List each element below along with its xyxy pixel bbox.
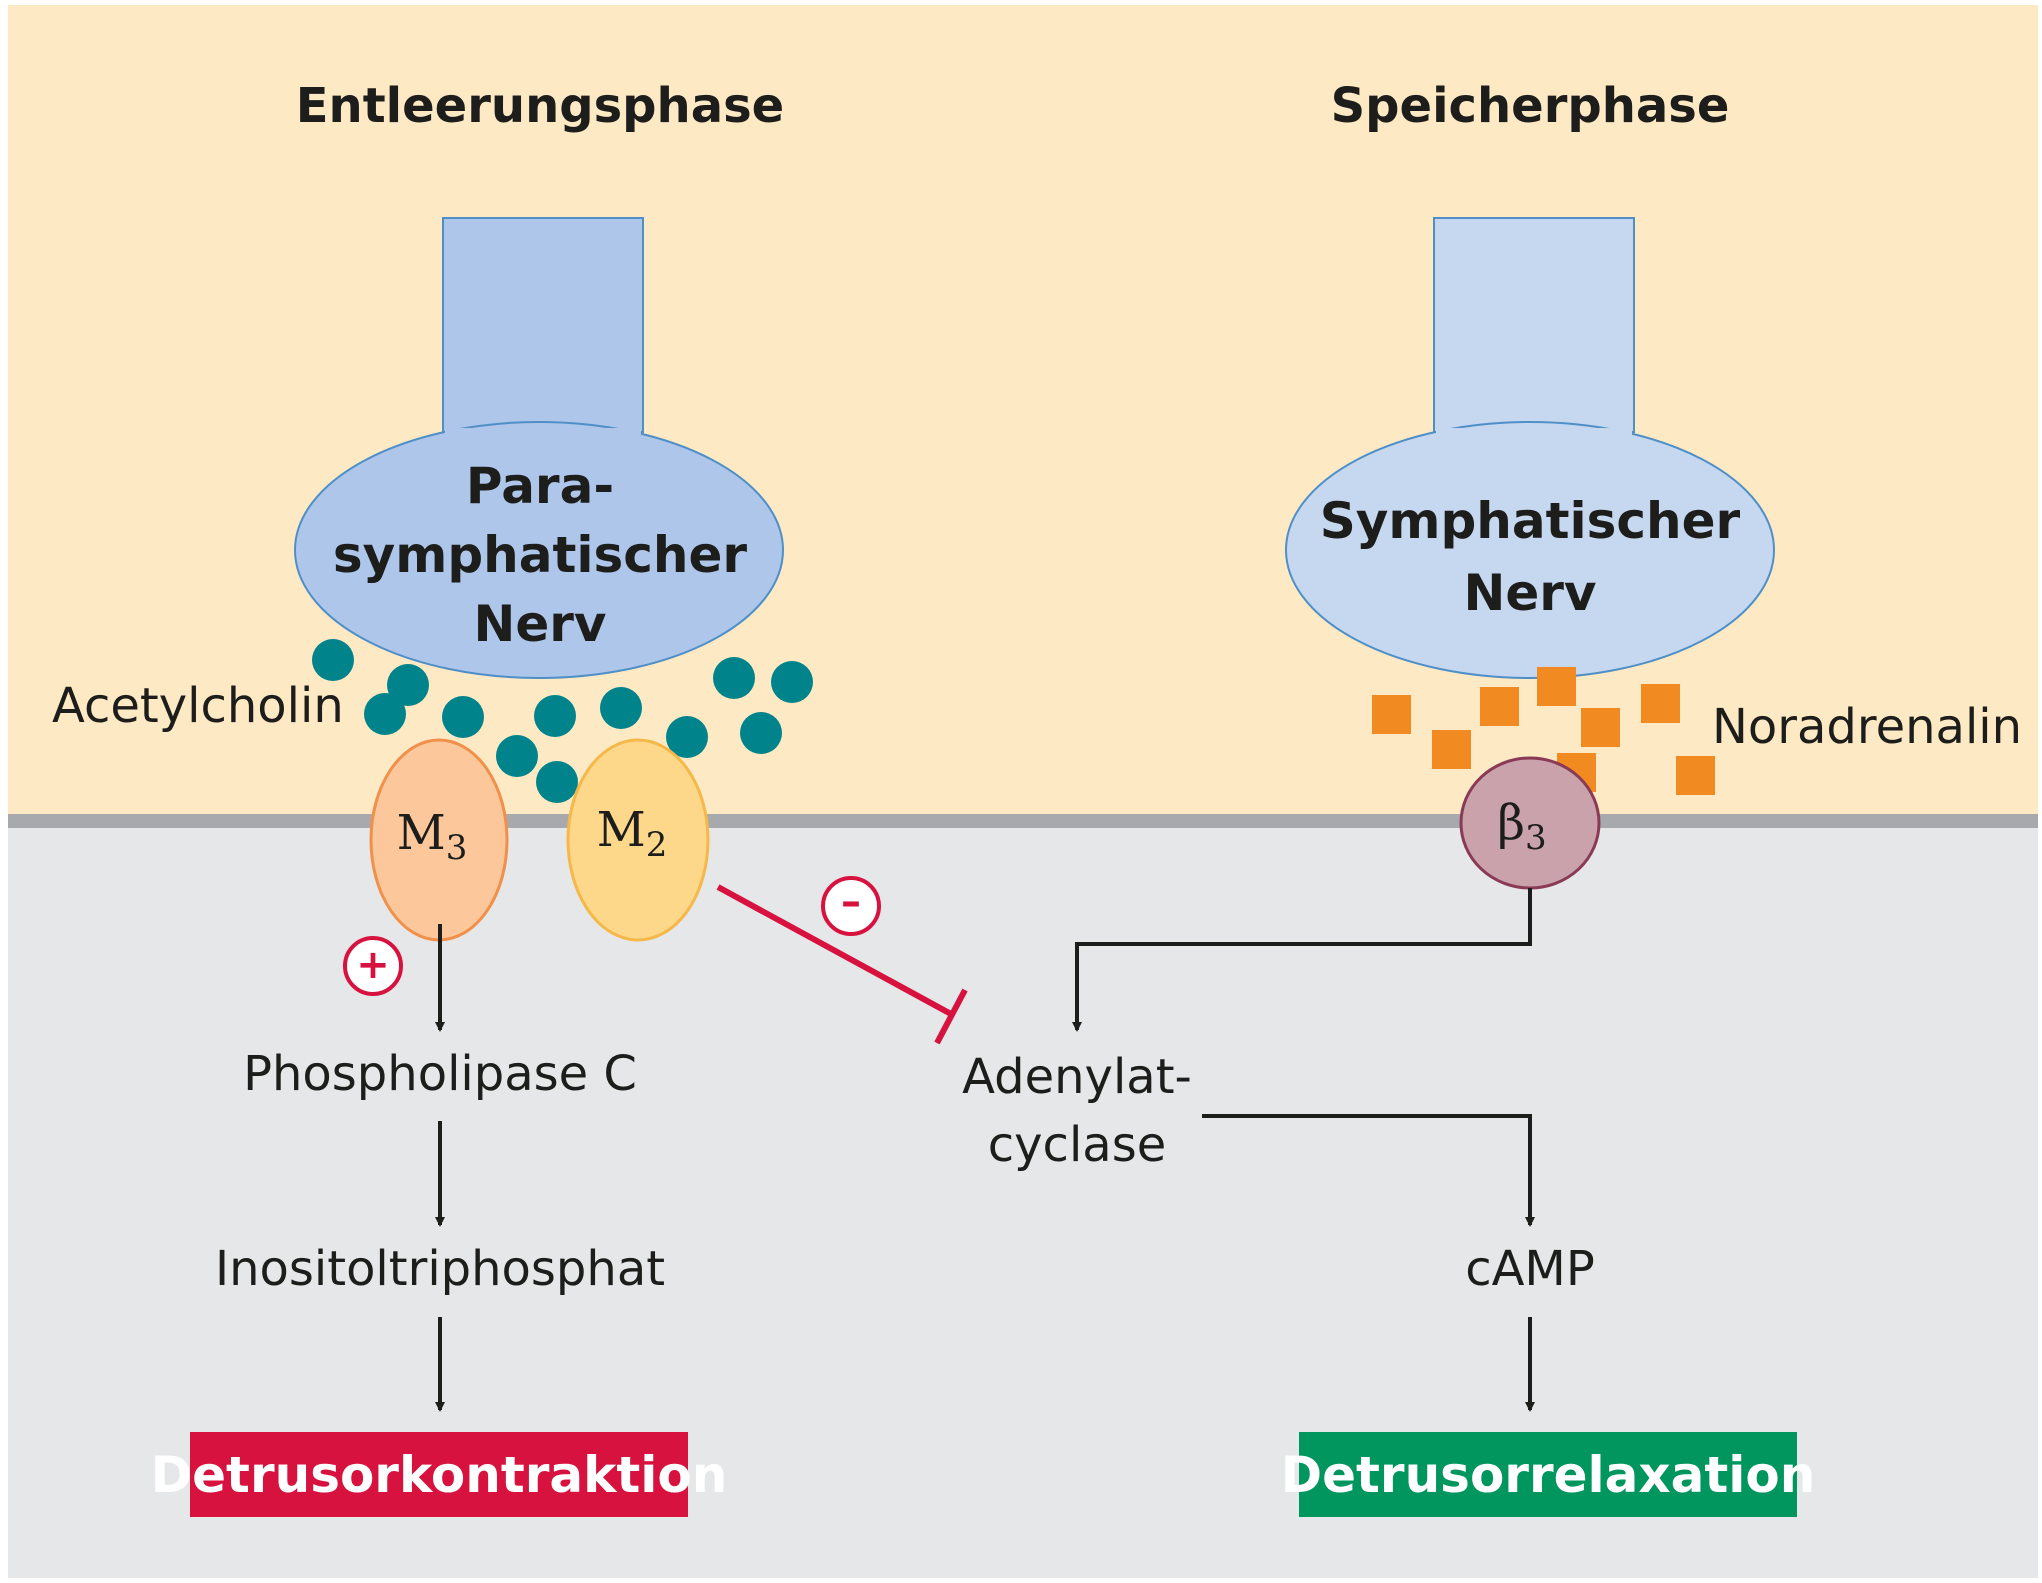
acetylcholine-dot	[312, 639, 354, 681]
m2-receptor-label: M2	[597, 802, 668, 866]
m3-receptor: M3	[369, 738, 509, 942]
camp-label: cAMP	[1465, 1241, 1595, 1297]
noradrenaline-label: Noradrenalin	[1712, 699, 2022, 755]
sympathetic-nerve: Symphatischer Nerv	[1285, 217, 1775, 679]
acetylcholine-dot	[666, 716, 708, 758]
m2-inhibition-line	[716, 884, 968, 1045]
noradrenaline-square	[1641, 684, 1680, 723]
adenylate-cyclase-label-line1: Adenylat-	[962, 1049, 1192, 1105]
activation-sign: +	[343, 936, 403, 996]
acetylcholine-dot	[442, 696, 484, 738]
sympathetic-nerve-label-line2: Nerv	[1463, 564, 1596, 622]
beta3-receptor-label: β3	[1497, 795, 1546, 859]
sympathetic-nerve-label-line1: Symphatischer	[1320, 492, 1741, 550]
inositol-label: Inositoltriphosphat	[215, 1241, 665, 1297]
arrow-beta3-to-adenylate	[1072, 888, 1532, 1032]
cell-membrane	[8, 814, 2038, 828]
phase-title-emptying: Entleerungsphase	[296, 78, 784, 134]
acetylcholine-molecules	[312, 639, 813, 803]
acetylcholine-dot	[534, 695, 576, 737]
noradrenaline-square	[1480, 687, 1519, 726]
phospholipase-label: Phospholipase C	[243, 1046, 637, 1102]
relaxation-label: Detrusorrelaxation	[1281, 1446, 1816, 1504]
noradrenaline-square	[1676, 756, 1715, 795]
plus-icon: +	[356, 942, 390, 988]
parasympathetic-nerve-label-line1: Para-	[466, 457, 614, 515]
parasympathetic-nerve-label-line3: Nerv	[473, 595, 606, 653]
phase-title-storage: Speicherphase	[1331, 78, 1730, 134]
acetylcholine-dot	[771, 661, 813, 703]
acetylcholine-dot	[387, 664, 429, 706]
acetylcholine-dot	[536, 761, 578, 803]
noradrenaline-molecules	[1372, 667, 1715, 795]
acetylcholine-dot	[740, 712, 782, 754]
noradrenaline-square	[1581, 708, 1620, 747]
acetylcholine-dot	[364, 693, 406, 735]
acetylcholine-dot	[713, 657, 755, 699]
inhibition-sign: –	[821, 876, 881, 936]
contraction-label: Detrusorkontraktion	[151, 1446, 728, 1504]
m3-receptor-label: M3	[397, 805, 468, 869]
extracellular-space	[8, 5, 2038, 822]
acetylcholine-label: Acetylcholin	[52, 678, 344, 734]
minus-icon: –	[841, 879, 861, 925]
parasympathetic-nerve-label-line2: symphatischer	[333, 526, 748, 584]
arrow-adenylate-to-camp	[1202, 1114, 1535, 1227]
noradrenaline-square	[1537, 667, 1576, 706]
adenylate-cyclase-label-line2: cyclase	[988, 1117, 1166, 1173]
relaxation-outcome: Detrusorrelaxation	[1281, 1432, 1816, 1517]
acetylcholine-dot	[496, 735, 538, 777]
noradrenaline-square	[1372, 695, 1411, 734]
contraction-outcome: Detrusorkontraktion	[151, 1432, 728, 1517]
m2-receptor: M2	[566, 738, 710, 942]
acetylcholine-dot	[600, 687, 642, 729]
beta3-receptor: β3	[1459, 756, 1601, 890]
noradrenaline-square	[1432, 730, 1471, 769]
parasympathetic-nerve: Para- symphatischer Nerv	[294, 217, 784, 679]
